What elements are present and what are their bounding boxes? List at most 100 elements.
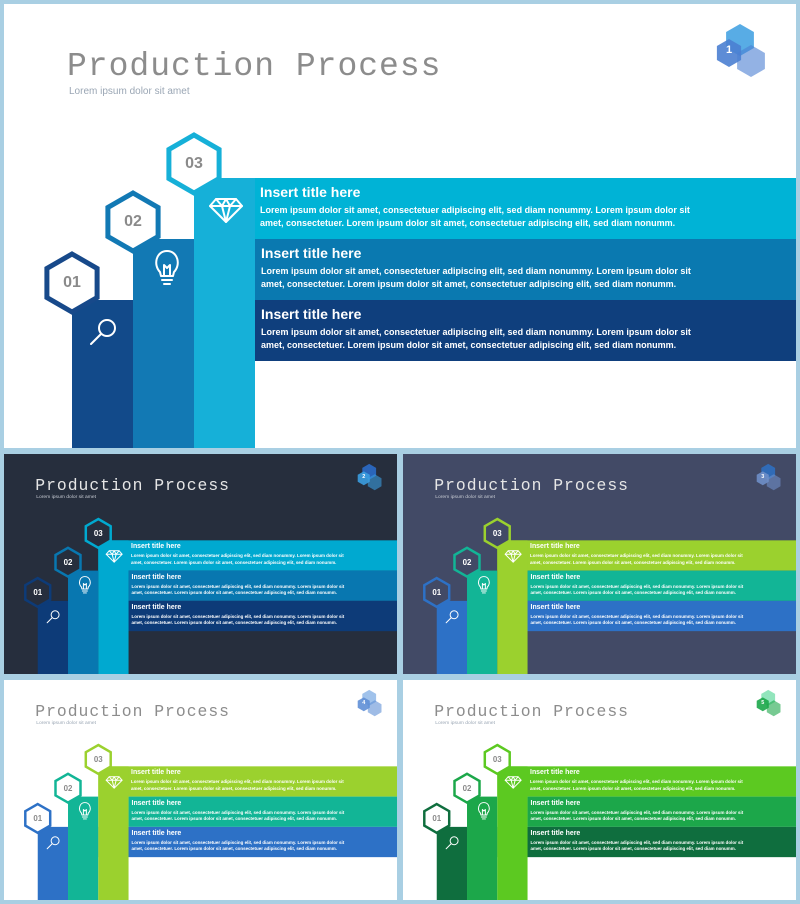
page-subtitle: Lorem ipsum dolor sit amet — [36, 494, 96, 500]
magnifier-icon — [445, 610, 459, 624]
hexagon-step-03 — [483, 743, 511, 776]
step-title: Insert title here — [530, 769, 580, 777]
step-title: Insert title here — [131, 543, 181, 551]
column-step-01 — [37, 600, 69, 674]
slide-artwork — [24, 463, 397, 674]
hexagon-step-03 — [84, 517, 112, 550]
hexagon-badge-icon — [357, 689, 382, 717]
step-title: Insert title here — [261, 306, 362, 322]
page-subtitle: Lorem ipsum dolor sit amet — [435, 720, 495, 726]
bar-step-03 — [98, 766, 397, 797]
step-number: 01 — [33, 587, 43, 597]
slide-number: 3 — [761, 473, 765, 480]
page-title: Production Process — [67, 48, 442, 85]
hexagon-badge-icon — [756, 689, 781, 717]
step-number: 03 — [185, 155, 203, 172]
step-title: Insert title here — [530, 799, 581, 807]
slide-number: 2 — [362, 473, 366, 480]
bar-step-02 — [128, 570, 397, 601]
diamond-icon — [105, 550, 123, 563]
slide-number: 4 — [362, 699, 366, 706]
column-step-01 — [72, 300, 133, 448]
hexagon-step-01 — [423, 576, 451, 609]
lightbulb-icon — [79, 576, 91, 594]
page-title: Production Process — [434, 475, 629, 495]
bar-step-01 — [98, 600, 397, 632]
step-description: Lorem ipsum dolor sit amet, consectetuer… — [530, 779, 743, 791]
bar-step-03 — [497, 766, 796, 797]
column-step-03 — [497, 766, 528, 900]
lightbulb-icon — [79, 802, 91, 820]
hexagon-step-02 — [54, 546, 82, 579]
bar-step-01 — [194, 300, 796, 361]
step-description: Lorem ipsum dolor sit amet, consectetuer… — [131, 839, 345, 852]
step-description: Lorem ipsum dolor sit amet, consectetuer… — [530, 809, 744, 821]
step-description: Lorem ipsum dolor sit amet, consectetuer… — [530, 583, 744, 595]
slide-number: 5 — [761, 699, 765, 706]
page-subtitle: Lorem ipsum dolor sit amet — [435, 494, 495, 500]
step-number: 02 — [462, 783, 472, 793]
bar-step-03 — [497, 540, 796, 571]
hexagon-step-03 — [166, 132, 222, 196]
slide-artwork — [24, 689, 397, 900]
step-number: 03 — [492, 754, 502, 764]
step-description: Lorem ipsum dolor sit amet, consectetuer… — [131, 553, 344, 565]
bar-step-02 — [527, 570, 796, 601]
step-title: Insert title here — [530, 829, 581, 837]
step-title: Insert title here — [131, 829, 182, 837]
hexagon-step-02 — [453, 546, 481, 579]
hexagon-badge-icon — [357, 463, 382, 491]
hexagon-step-03 — [483, 517, 511, 550]
bar-step-01 — [497, 826, 796, 858]
slide-artwork — [44, 24, 796, 448]
step-number: 03 — [492, 528, 502, 538]
hexagon-step-02 — [105, 190, 161, 254]
lightbulb-icon — [478, 802, 490, 820]
step-number: 02 — [63, 783, 73, 793]
step-title: Insert title here — [260, 184, 361, 200]
step-number: 02 — [462, 557, 472, 567]
slide-number: 1 — [725, 44, 733, 56]
diamond-icon — [105, 776, 123, 789]
hexagon-step-01 — [24, 802, 52, 835]
step-title: Insert title here — [261, 245, 362, 261]
step-number: 01 — [63, 274, 81, 291]
column-step-03 — [194, 178, 255, 448]
slide-artwork — [423, 689, 796, 900]
step-description: Lorem ipsum dolor sit amet, consectetuer… — [131, 613, 345, 626]
step-number: 01 — [432, 813, 442, 823]
step-description: Lorem ipsum dolor sit amet, consectetuer… — [261, 266, 691, 290]
hexagon-step-02 — [453, 772, 481, 805]
step-title: Insert title here — [530, 543, 580, 551]
page-title: Production Process — [35, 475, 230, 495]
step-description: Lorem ipsum dolor sit amet, consectetuer… — [260, 205, 690, 229]
diamond-icon — [504, 550, 522, 563]
magnifier-icon — [46, 836, 60, 850]
step-title: Insert title here — [530, 603, 581, 611]
step-number: 03 — [93, 528, 103, 538]
bar-step-01 — [98, 826, 397, 858]
column-step-01 — [37, 826, 69, 900]
magnifier-icon — [90, 319, 116, 345]
step-description: Lorem ipsum dolor sit amet, consectetuer… — [530, 613, 744, 626]
step-number: 02 — [63, 557, 73, 567]
lightbulb-icon — [155, 250, 179, 285]
step-description: Lorem ipsum dolor sit amet, consectetuer… — [131, 809, 345, 821]
step-title: Insert title here — [530, 573, 581, 581]
hexagon-step-01 — [423, 802, 451, 835]
step-description: Lorem ipsum dolor sit amet, consectetuer… — [261, 327, 691, 351]
step-title: Insert title here — [131, 769, 181, 777]
bar-step-01 — [497, 600, 796, 632]
page-title: Production Process — [35, 701, 230, 721]
column-step-03 — [98, 766, 129, 900]
diamond-icon — [504, 776, 522, 789]
step-number: 01 — [432, 587, 442, 597]
step-title: Insert title here — [131, 573, 182, 581]
column-step-03 — [98, 540, 129, 674]
lightbulb-icon — [478, 576, 490, 594]
